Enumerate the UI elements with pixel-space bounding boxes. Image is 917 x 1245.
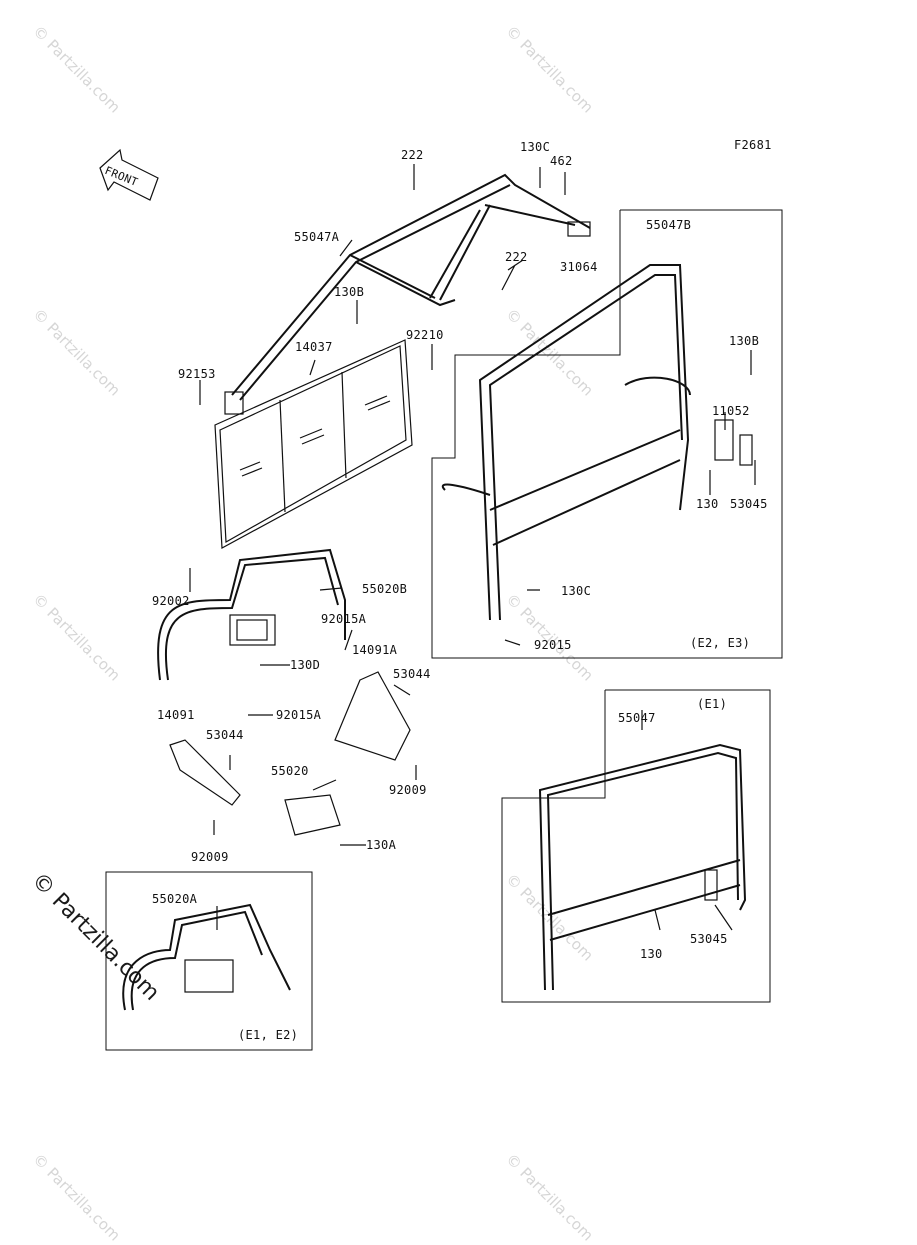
part-label[interactable]: 92015	[534, 638, 572, 652]
part-label[interactable]: 14091A	[352, 643, 398, 657]
part-label[interactable]: 92009	[389, 783, 427, 797]
part-label[interactable]: 130D	[290, 658, 321, 672]
front-bumper-55020b	[157, 548, 346, 681]
plate-55020	[284, 794, 341, 836]
frame-55047	[538, 743, 747, 991]
part-label[interactable]: 130A	[366, 838, 397, 852]
part-label[interactable]: 130B	[729, 334, 760, 348]
part-label[interactable]: 130C	[561, 584, 592, 598]
part-label[interactable]: 55020	[271, 764, 309, 778]
part-label[interactable]: 31064	[560, 260, 598, 274]
part-label[interactable]: 92002	[152, 594, 190, 608]
rear-frame-55047b	[441, 264, 753, 621]
part-label[interactable]: 92015A	[276, 708, 322, 722]
part-label[interactable]: 222	[401, 148, 424, 162]
part-label[interactable]: 462	[550, 154, 573, 168]
part-label[interactable]: 92015A	[321, 612, 367, 626]
part-label[interactable]: 11052	[712, 404, 750, 418]
front-arrow-icon	[99, 148, 159, 201]
variant-label-e1: (E1)	[697, 697, 728, 711]
part-label[interactable]: 55020B	[362, 582, 408, 596]
roll-bar-55047a	[224, 173, 591, 415]
variant-label-e2-e3: (E2, E3)	[690, 636, 751, 650]
part-label[interactable]: 92153	[178, 367, 216, 381]
variant-label-e1-e2: (E1, E2)	[238, 1028, 299, 1042]
bracket-14091a	[334, 671, 411, 761]
variant-box-e2-e3	[431, 209, 783, 659]
part-label[interactable]: 55047B	[646, 218, 692, 232]
diagram-drawing	[99, 148, 783, 1051]
bracket-14091	[169, 739, 241, 806]
variant-box-e1	[501, 689, 771, 1003]
part-label[interactable]: 130C	[520, 140, 551, 154]
part-label[interactable]: 130B	[334, 285, 365, 299]
part-label[interactable]: 55047A	[294, 230, 340, 244]
screen-14037	[214, 339, 413, 549]
part-label[interactable]: 222	[505, 250, 528, 264]
part-label[interactable]: 14091	[157, 708, 195, 722]
bumper-55020a	[122, 903, 291, 1011]
part-label[interactable]: 55020A	[152, 892, 198, 906]
part-label[interactable]: 92009	[191, 850, 229, 864]
part-label[interactable]: 130	[696, 497, 719, 511]
variant-box-e1-e2	[105, 871, 313, 1051]
part-label[interactable]: 53044	[206, 728, 244, 742]
part-label[interactable]: 53045	[690, 932, 728, 946]
part-label[interactable]: 53044	[393, 667, 431, 681]
part-label[interactable]: 53045	[730, 497, 768, 511]
part-label[interactable]: 130	[640, 947, 663, 961]
diagram-code: F2681	[734, 138, 772, 152]
part-label[interactable]: 92210	[406, 328, 444, 342]
part-label[interactable]: 55047	[618, 711, 656, 725]
parts-diagram: © Partzilla.com © Partzilla.com © Partzi…	[26, 22, 783, 1245]
part-label[interactable]: 14037	[295, 340, 333, 354]
